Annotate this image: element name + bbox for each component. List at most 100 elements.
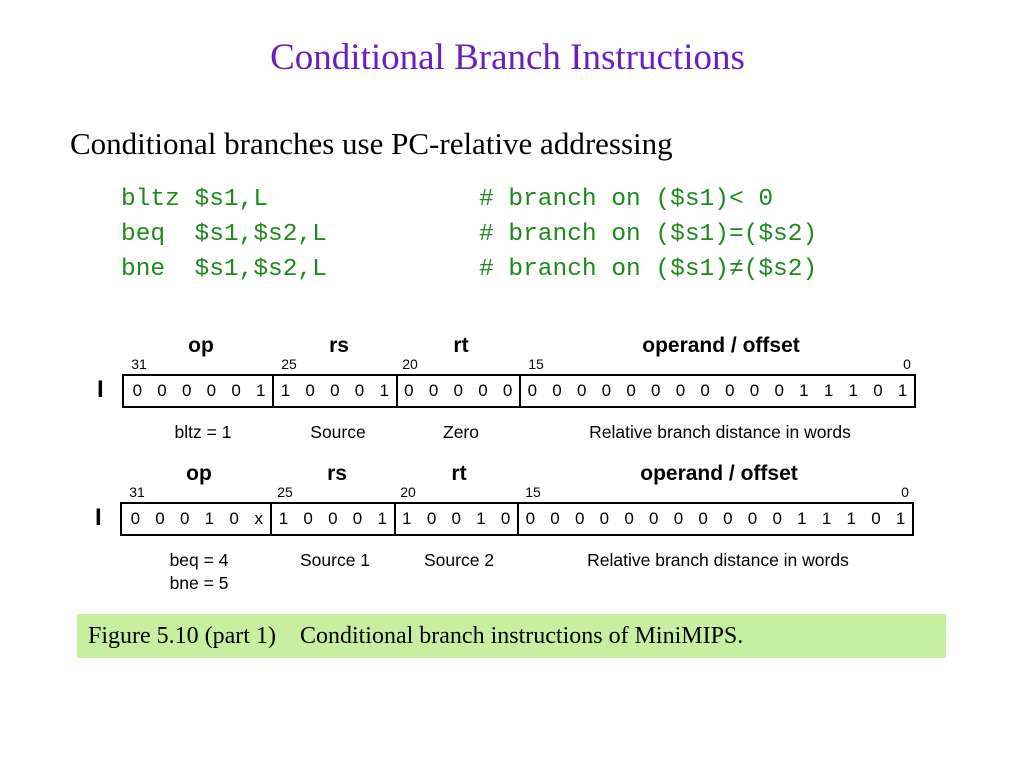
field-separator bbox=[270, 504, 273, 534]
bit-value: 0 bbox=[871, 509, 881, 528]
field-name-rt: rt bbox=[451, 462, 467, 485]
bit-value: 1 bbox=[278, 509, 289, 528]
bit-value: 0 bbox=[725, 381, 735, 400]
bit-value: 0 bbox=[132, 381, 143, 400]
bit-value: 0 bbox=[453, 381, 464, 400]
field-separator bbox=[272, 376, 275, 406]
bit-value: 0 bbox=[451, 509, 462, 528]
bit-value: 1 bbox=[848, 381, 859, 400]
bit-position-25: 25 bbox=[277, 484, 293, 500]
figure-caption: Figure 5.10 (part 1) Conditional branch … bbox=[77, 614, 946, 658]
bit-value: 0 bbox=[404, 381, 414, 400]
code-block: bltz $s1,L # branch on ($s1)< 0 beq $s1,… bbox=[121, 182, 817, 287]
field-description-offset: Relative branch distance in words bbox=[589, 422, 851, 442]
bit-value: 1 bbox=[846, 509, 857, 528]
bit-value: 0 bbox=[328, 509, 338, 528]
bit-value: 0 bbox=[576, 381, 587, 400]
bit-value: 0 bbox=[130, 509, 141, 528]
bit-value: 0 bbox=[330, 381, 340, 400]
code-comment: # branch on ($s1)< 0 bbox=[479, 186, 774, 213]
bit-position-15: 15 bbox=[528, 356, 544, 372]
bit-value: 0 bbox=[181, 381, 192, 400]
bit-value: 0 bbox=[478, 381, 488, 400]
slide-title: Conditional Branch Instructions bbox=[270, 37, 745, 78]
bit-value: 0 bbox=[550, 509, 560, 528]
bit-value: 0 bbox=[774, 381, 784, 400]
code-instruction: bne $s1,$s2,L bbox=[121, 256, 327, 283]
field-separator bbox=[517, 504, 519, 534]
bit-position-25: 25 bbox=[281, 356, 297, 372]
field-name-op: op bbox=[186, 462, 212, 485]
bit-position-15: 15 bbox=[525, 484, 541, 500]
bit-value: 0 bbox=[231, 381, 241, 400]
bit-value: 0 bbox=[428, 381, 439, 400]
field-description-op: beq = 4 bbox=[169, 550, 229, 570]
code-comment: # branch on ($s1)≠($s2) bbox=[479, 256, 818, 283]
bit-position-0: 0 bbox=[903, 356, 911, 372]
bit-value: 0 bbox=[352, 509, 363, 528]
code-comment: # branch on ($s1)=($s2) bbox=[479, 221, 818, 248]
field-description-rs: Source 1 bbox=[299, 550, 371, 570]
bit-position-20: 20 bbox=[400, 484, 416, 500]
field-description-op: bltz = 1 bbox=[174, 422, 232, 442]
bit-value: 0 bbox=[626, 381, 636, 400]
slide-subtitle: Conditional branches use PC-relative add… bbox=[70, 126, 673, 161]
field-description-op-line2: bne = 5 bbox=[169, 573, 229, 593]
bit-value: 0 bbox=[651, 381, 661, 400]
bit-value: 0 bbox=[426, 509, 437, 528]
bit-value: 1 bbox=[897, 381, 908, 400]
field-separator bbox=[519, 376, 521, 406]
bit-value: 0 bbox=[624, 509, 634, 528]
bit-value: 0 bbox=[157, 381, 167, 400]
code-line-bltz: bltz $s1,L # branch on ($s1)< 0 bbox=[121, 182, 773, 217]
field-name-offset: operand / offset bbox=[642, 334, 800, 357]
code-instruction: beq $s1,$s2,L bbox=[121, 221, 327, 248]
bit-value: 0 bbox=[206, 381, 217, 400]
bit-value: 1 bbox=[402, 509, 412, 528]
bit-value: 0 bbox=[673, 509, 684, 528]
bit-value: 1 bbox=[797, 509, 807, 528]
bit-value: 0 bbox=[873, 381, 883, 400]
bit-value: 0 bbox=[303, 509, 313, 528]
field-name-rs: rs bbox=[329, 334, 349, 357]
bit-value: 1 bbox=[204, 509, 215, 528]
field-description-rt: Zero bbox=[443, 422, 479, 442]
field-name-rs: rs bbox=[327, 462, 347, 485]
bit-value: 0 bbox=[502, 381, 513, 400]
bit-value: 0 bbox=[700, 381, 710, 400]
bit-value: 0 bbox=[525, 509, 536, 528]
bit-value: 0 bbox=[305, 381, 315, 400]
bit-value: 1 bbox=[895, 509, 906, 528]
bit-value: 0 bbox=[527, 381, 538, 400]
bit-value: 0 bbox=[698, 509, 708, 528]
bit-value: 0 bbox=[749, 381, 760, 400]
bit-value: 0 bbox=[599, 509, 610, 528]
bit-value: x bbox=[254, 509, 264, 528]
bit-value: 0 bbox=[601, 381, 612, 400]
bit-value: 0 bbox=[179, 509, 190, 528]
field-separator bbox=[395, 376, 398, 406]
bit-value: 1 bbox=[377, 509, 387, 528]
bit-position-0: 0 bbox=[901, 484, 909, 500]
field-description-offset: Relative branch distance in words bbox=[587, 550, 849, 570]
bit-value: 0 bbox=[500, 509, 511, 528]
bit-position-20: 20 bbox=[402, 356, 418, 372]
bit-value: 1 bbox=[476, 509, 486, 528]
bit-value: 0 bbox=[552, 381, 562, 400]
format-letter: I bbox=[97, 376, 104, 403]
bit-position-31: 31 bbox=[129, 484, 145, 500]
field-description-rs: Source bbox=[310, 422, 366, 442]
format-letter: I bbox=[95, 504, 102, 531]
field-name-rt: rt bbox=[453, 334, 469, 357]
bit-value: 0 bbox=[354, 381, 365, 400]
code-instruction: bltz $s1,L bbox=[121, 186, 269, 213]
bit-value: 1 bbox=[823, 381, 834, 400]
code-line-beq: beq $s1,$s2,L # branch on ($s1)=($s2) bbox=[121, 217, 817, 252]
bit-value: 1 bbox=[280, 381, 291, 400]
bit-value: 0 bbox=[229, 509, 239, 528]
bit-value: 1 bbox=[821, 509, 832, 528]
bit-value: 0 bbox=[675, 381, 686, 400]
field-description-rt: Source 2 bbox=[423, 550, 495, 570]
